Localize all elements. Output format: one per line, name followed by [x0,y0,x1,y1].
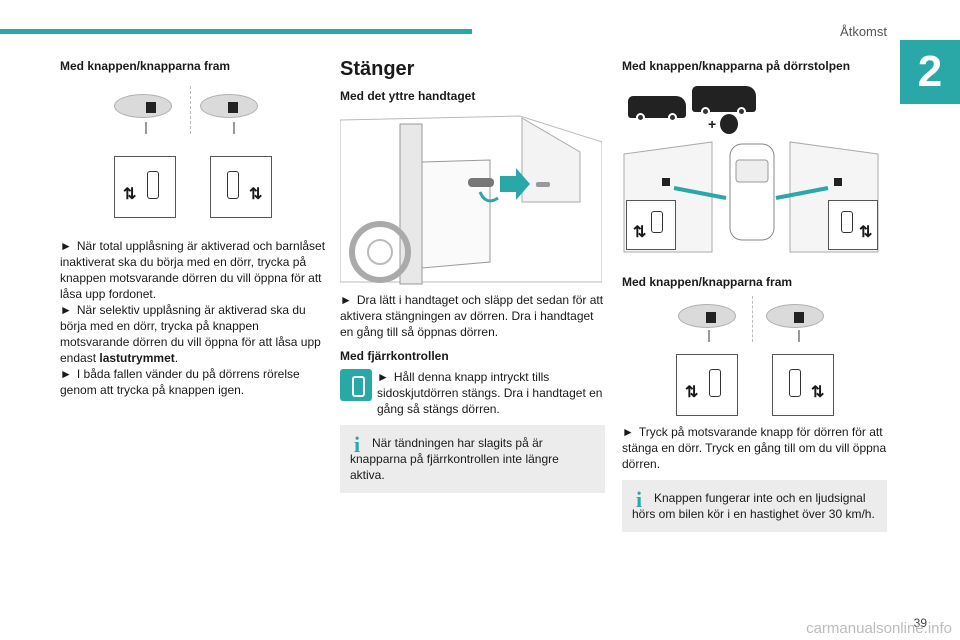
page-number: 39 [913,616,927,630]
watermark: carmanualsonline.info [806,620,952,637]
door-icon [227,171,239,199]
up-down-arrow-icon: ⇅ [811,384,825,401]
door-button-right: ⇅ [772,354,834,416]
pointer-line [798,330,800,342]
heading-front-buttons: Med knappen/knapparna fram [60,59,231,73]
steering-wheel-icon [200,94,258,118]
door-button-left: ⇅ [676,354,738,416]
paragraph: ►När selektiv upplåsning är aktiverad sk… [60,303,321,365]
door-icon [651,211,663,233]
sliding-door-button-icon [706,312,716,323]
van-side-drawing [339,115,603,285]
child-seat-icon [720,114,738,134]
up-down-arrow-icon: ⇅ [685,384,699,401]
paragraph: ►Dra lätt i handtaget och släpp det seda… [340,293,604,339]
sliding-door-button-icon [146,102,156,113]
pillar-button-right: ⇅ [828,200,878,250]
door-icon [147,171,159,199]
door-icon [789,369,801,397]
info-box: i När tändningen har slagits på är knapp… [340,425,605,493]
heading-remote: Med fjärrkontrollen [340,349,449,363]
van-icon [628,96,686,122]
van-icon [692,86,756,116]
up-down-arrow-icon: ⇅ [249,186,263,203]
column-middle: Stänger Med det yttre handtaget ►Dra lät… [339,58,605,493]
divider-line [190,86,191,134]
remote-door-icon [340,369,372,401]
chapter-tab: 2 [900,40,960,104]
sliding-door-button-icon [228,102,238,113]
steering-wheel-icon [114,94,172,118]
info-box: i Knappen fungerar inte och en ljudsigna… [622,480,887,532]
paragraph: ►Håll denna knapp intryckt tills sidoskj… [340,369,605,417]
section-name: Åtkomst [840,24,887,39]
heading-pillar-buttons: Med knappen/knapparna på dörrstolpen [622,59,851,73]
divider-line [752,296,753,342]
pointer-line [145,122,147,134]
column-left: Med knappen/knapparna fram ⇅ ⇅ ►När tota… [60,58,326,398]
steering-wheel-illustration: ⇅ ⇅ [60,82,326,232]
pillar-button-left: ⇅ [626,200,676,250]
info-icon: i [354,432,361,457]
vehicle-variants-illustration: + [622,80,887,138]
steering-wheel-illustration-2: ⇅ ⇅ [622,294,887,418]
up-down-arrow-icon: ⇅ [633,224,647,241]
column-right: Med knappen/knapparna på dörrstolpen + ⇅ [622,58,887,532]
door-button-left: ⇅ [114,156,176,218]
door-icon [709,369,721,397]
paragraph: ►I båda fallen vänder du på dörrens röre… [60,367,300,397]
info-icon: i [636,487,643,512]
pointer-line [233,122,235,134]
up-down-arrow-icon: ⇅ [859,224,873,241]
heading-outer-handle: Med det yttre handtaget [340,89,476,103]
paragraph: ►Tryck på motsvarande knapp för dörren f… [622,425,887,471]
pointer-line [708,330,710,342]
heading-front-buttons-2: Med knappen/knapparna fram [622,275,793,289]
door-button-right: ⇅ [210,156,272,218]
section-title: Stänger [340,58,415,80]
plus-sign: + [708,116,717,132]
door-handle-illustration [339,112,605,286]
paragraph: ►När total upplåsning är aktiverad och b… [60,239,326,301]
top-accent-bar [0,29,472,34]
door-icon [841,211,853,233]
door-pillar-illustration: ⇅ ⇅ [622,140,887,264]
up-down-arrow-icon: ⇅ [123,186,137,203]
sliding-door-button-icon [794,312,804,323]
